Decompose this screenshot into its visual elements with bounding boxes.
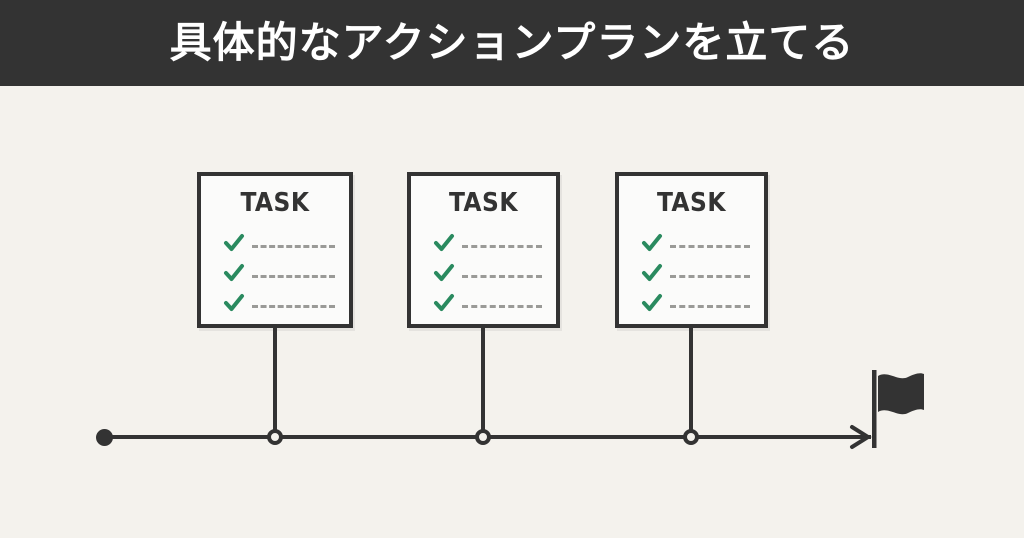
checklist-item[interactable] [223,228,335,258]
header-bar: 具体的なアクションプランを立てる [0,0,1024,86]
task-checklist [433,228,542,318]
checklist-item[interactable] [433,228,542,258]
milestone-node[interactable] [683,429,699,445]
dashed-placeholder-line [252,274,335,278]
milestone-node[interactable] [267,429,283,445]
dashed-placeholder-line [670,304,750,308]
check-icon [223,232,245,254]
checklist-item[interactable] [641,288,750,318]
task-card-title: TASK [240,188,310,218]
card-connector-stem [273,328,277,439]
dashed-placeholder-line [252,244,335,248]
dashed-placeholder-line [670,274,750,278]
checklist-item[interactable] [433,288,542,318]
task-card[interactable]: TASK [615,172,768,328]
checklist-item[interactable] [223,288,335,318]
task-checklist [641,228,750,318]
checklist-item[interactable] [433,258,542,288]
milestone-node[interactable] [475,429,491,445]
arrow-head-icon [848,423,874,456]
check-icon [223,292,245,314]
check-icon [433,262,455,284]
check-icon [641,292,663,314]
check-icon [641,262,663,284]
flag-icon [868,368,930,453]
card-connector-stem [689,328,693,439]
check-icon [223,262,245,284]
dashed-placeholder-line [252,304,335,308]
checklist-item[interactable] [641,228,750,258]
task-card-title: TASK [656,188,727,218]
task-card[interactable]: TASK [197,172,353,328]
checklist-item[interactable] [223,258,335,288]
check-icon [641,232,663,254]
page-title: 具体的なアクションプランを立てる [169,18,855,67]
dashed-placeholder-line [670,244,750,248]
dashed-placeholder-line [462,304,542,308]
task-card-title: TASK [448,188,519,218]
timeline-start-dot [96,429,113,446]
dashed-placeholder-line [462,274,542,278]
card-connector-stem [481,328,485,439]
check-icon [433,292,455,314]
checklist-item[interactable] [641,258,750,288]
check-icon [433,232,455,254]
timeline-diagram: TASK [0,86,1024,538]
dashed-placeholder-line [462,244,542,248]
task-card[interactable]: TASK [407,172,560,328]
task-checklist [223,228,335,318]
